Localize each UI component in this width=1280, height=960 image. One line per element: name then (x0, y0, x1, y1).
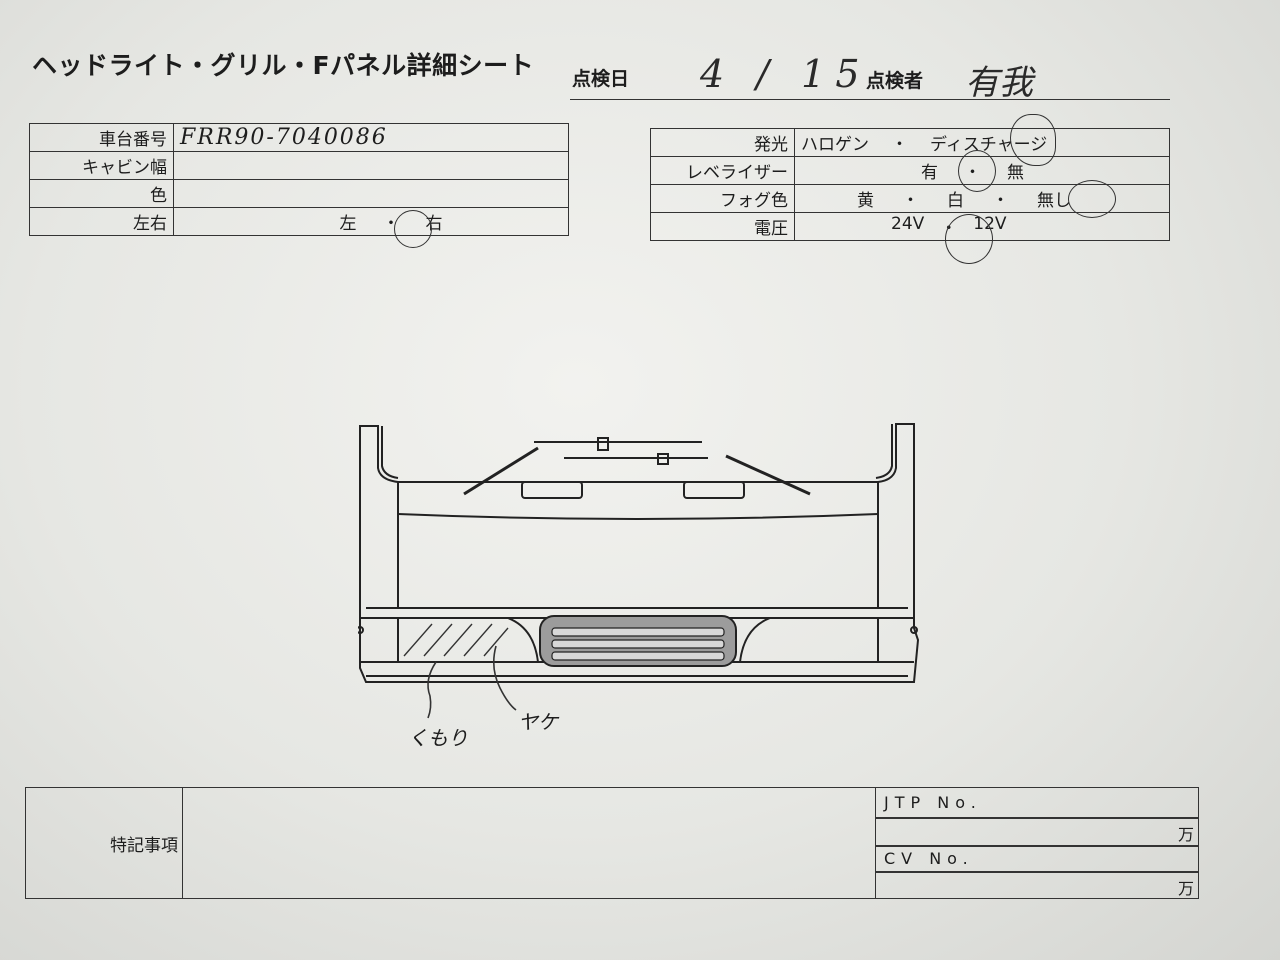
side-label: 左右 (29, 207, 174, 236)
divider (876, 871, 1198, 873)
color-value[interactable] (173, 179, 569, 208)
option-fog-none[interactable]: 無し (1037, 191, 1071, 211)
jtp-unit: 万 (1177, 825, 1194, 844)
divider (876, 817, 1198, 819)
chassis-number-value[interactable]: FRR90-7040086 (180, 125, 388, 150)
sheet-title: ヘッドライト・グリル・Fパネル詳細シート (32, 51, 535, 80)
selected-circle-right (394, 210, 432, 248)
table-row: 車台番号 FRR90-7040086 (29, 123, 569, 152)
notes-table: 特記事項 JTP No. 万 CV No. 万 (25, 787, 1199, 899)
inspector-label: 点検者 (866, 70, 924, 92)
cabin-width-label: キャビン幅 (29, 151, 174, 180)
selected-circle-24v (945, 214, 993, 264)
fog-color-label: フォグ色 (650, 184, 795, 213)
table-row: 特記事項 JTP No. 万 CV No. 万 (25, 787, 1199, 899)
selected-circle-discharge (1010, 114, 1056, 166)
color-label: 色 (29, 179, 174, 208)
option-fog-white[interactable]: 白 (947, 191, 964, 211)
table-row: 左右 左 ・ 右 (29, 207, 569, 236)
separator: ・ (992, 191, 1009, 211)
leveler-label: レベライザー (650, 156, 795, 185)
callout-burn: ヤケ (518, 710, 558, 734)
option-24v[interactable]: 24V (891, 214, 925, 234)
chassis-number-label: 車台番号 (29, 123, 174, 152)
table-row: キャビン幅 (29, 151, 569, 180)
voltage-label: 電圧 (650, 212, 795, 241)
notes-label: 特記事項 (25, 787, 183, 899)
vehicle-info-table: 車台番号 FRR90-7040086 キャビン幅 色 左右 左 ・ 右 (29, 123, 569, 236)
table-row: 色 (29, 179, 569, 208)
inspector-value[interactable]: 有我 (965, 63, 1033, 103)
option-leveler-yes[interactable]: 有 (921, 163, 938, 183)
divider (876, 845, 1198, 847)
option-fog-yellow[interactable]: 黄 (857, 191, 874, 211)
header-underline (570, 99, 1170, 100)
cab-front-drawing (358, 423, 920, 719)
option-halogen[interactable]: ハロゲン (801, 135, 869, 155)
option-leveler-no[interactable]: 無 (1007, 163, 1024, 183)
table-row: 発光 ハロゲン ・ ディスチャージ (650, 128, 1170, 157)
inspection-date-value[interactable]: 4 / 15 (700, 52, 870, 96)
callout-fog: くもり (408, 726, 468, 750)
selected-circle-leveler-yes (958, 150, 996, 192)
side-option-left[interactable]: 左 (339, 214, 357, 234)
cv-no-label: CV No. (884, 849, 974, 868)
selected-circle-fog-none (1068, 180, 1116, 218)
separator: ・ (891, 135, 908, 155)
separator: ・ (902, 191, 919, 211)
cv-unit: 万 (1177, 879, 1194, 898)
inspection-date-label: 点検日 (572, 68, 630, 90)
light-source-label: 発光 (650, 128, 795, 157)
jtp-no-label: JTP No. (884, 793, 982, 812)
cabin-width-value[interactable] (173, 151, 569, 180)
notes-body[interactable] (182, 787, 876, 899)
